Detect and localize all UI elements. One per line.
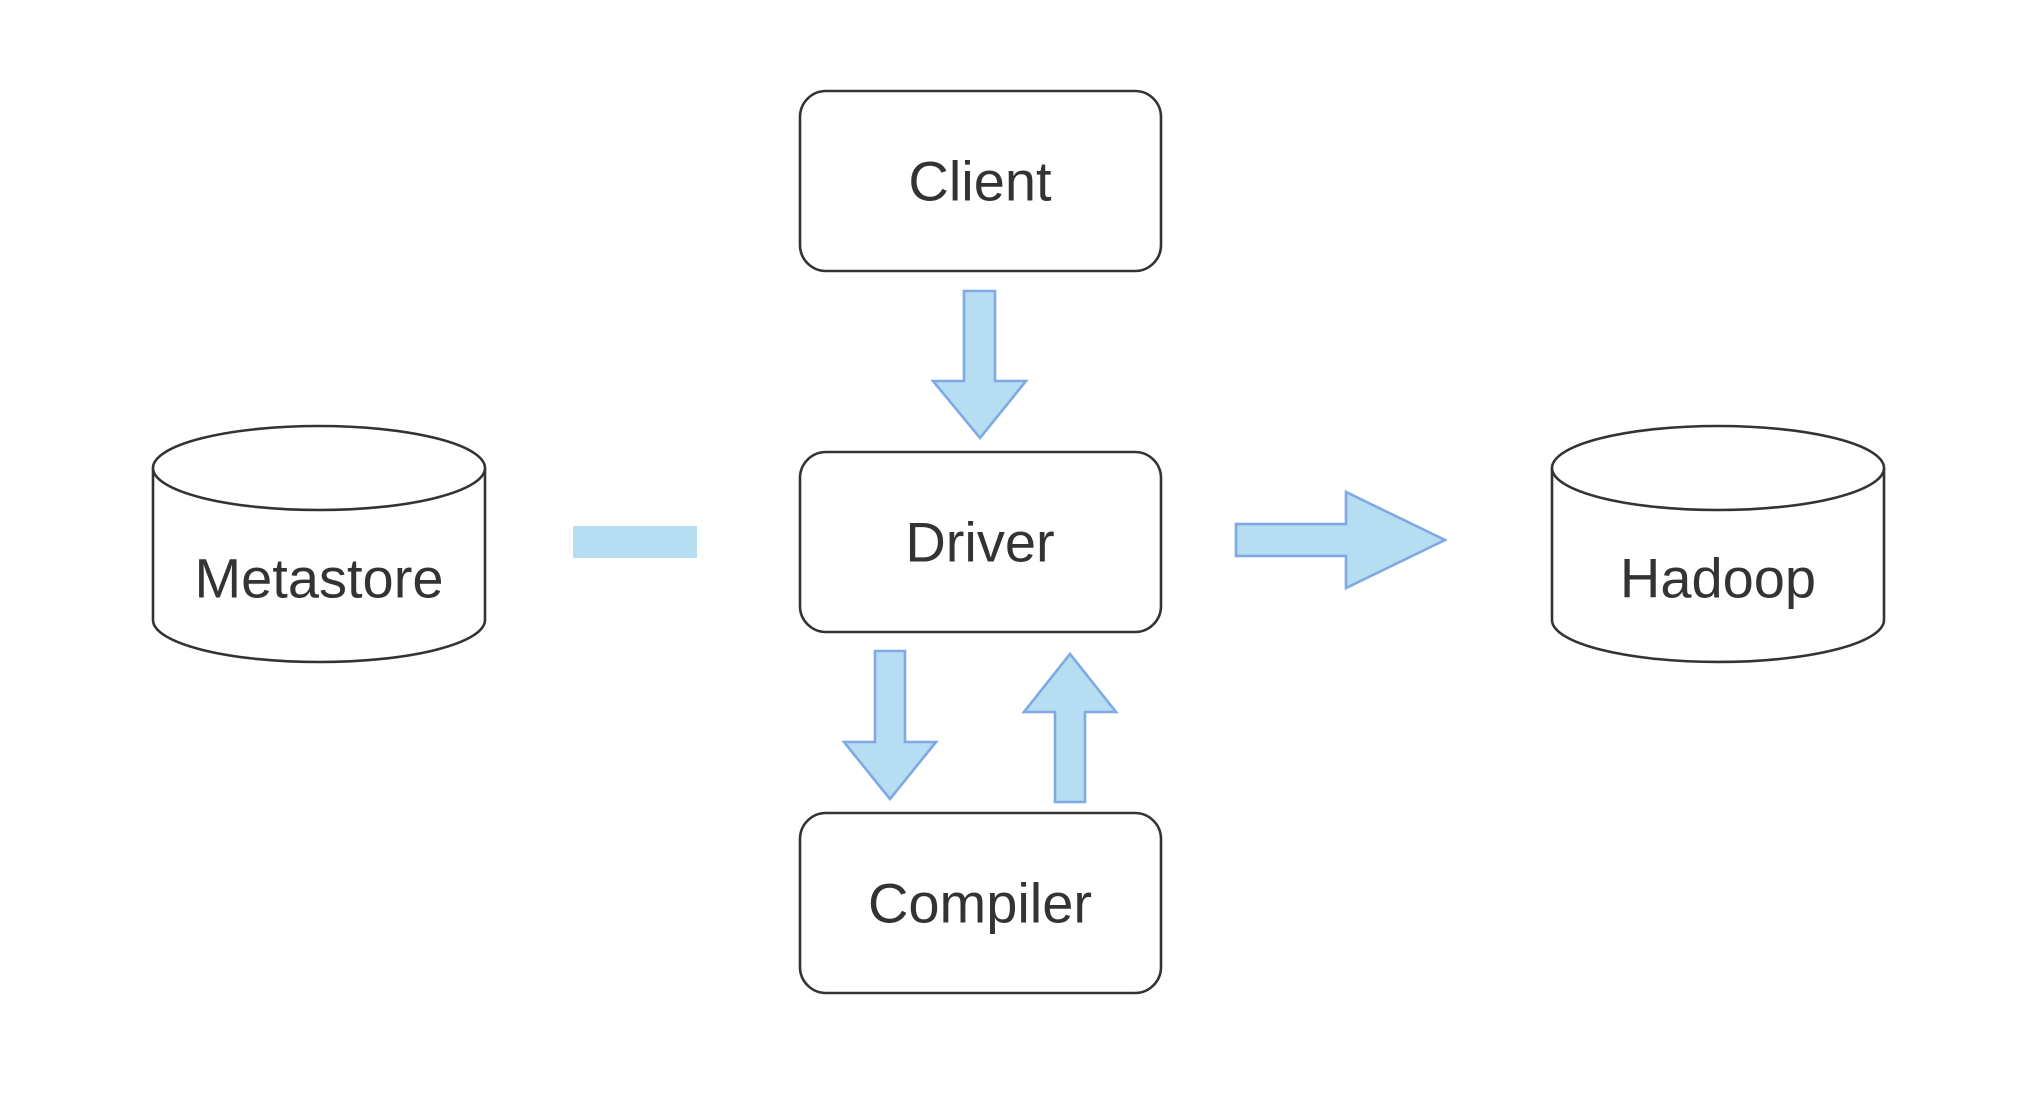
client-node: Client <box>798 89 1163 273</box>
compiler-node: Compiler <box>798 811 1163 995</box>
compiler-box <box>798 811 1163 995</box>
driver-node: Driver <box>798 450 1163 634</box>
compiler-label: Compiler <box>868 872 1092 935</box>
hadoop-node: Hadoop <box>1550 424 1886 664</box>
driver-label: Driver <box>905 511 1054 574</box>
compiler-to-driver-arrow <box>1021 651 1119 804</box>
client-box <box>798 89 1163 273</box>
driver-to-compiler-arrow <box>841 649 939 802</box>
metastore-cylinder-top <box>151 424 487 512</box>
client-label: Client <box>908 150 1052 213</box>
hadoop-label: Hadoop <box>1620 547 1816 610</box>
hadoop-cylinder-top <box>1550 424 1886 512</box>
metastore-label: Metastore <box>195 547 444 610</box>
driver-box <box>798 450 1163 634</box>
hadoop-cylinder-body <box>1550 468 1886 664</box>
metastore-node: Metastore <box>151 424 487 664</box>
client-to-driver-arrow <box>930 289 1029 441</box>
metastore-driver-connector <box>573 526 697 558</box>
metastore-cylinder-body <box>151 468 487 664</box>
driver-to-hadoop-arrow <box>1234 489 1448 591</box>
